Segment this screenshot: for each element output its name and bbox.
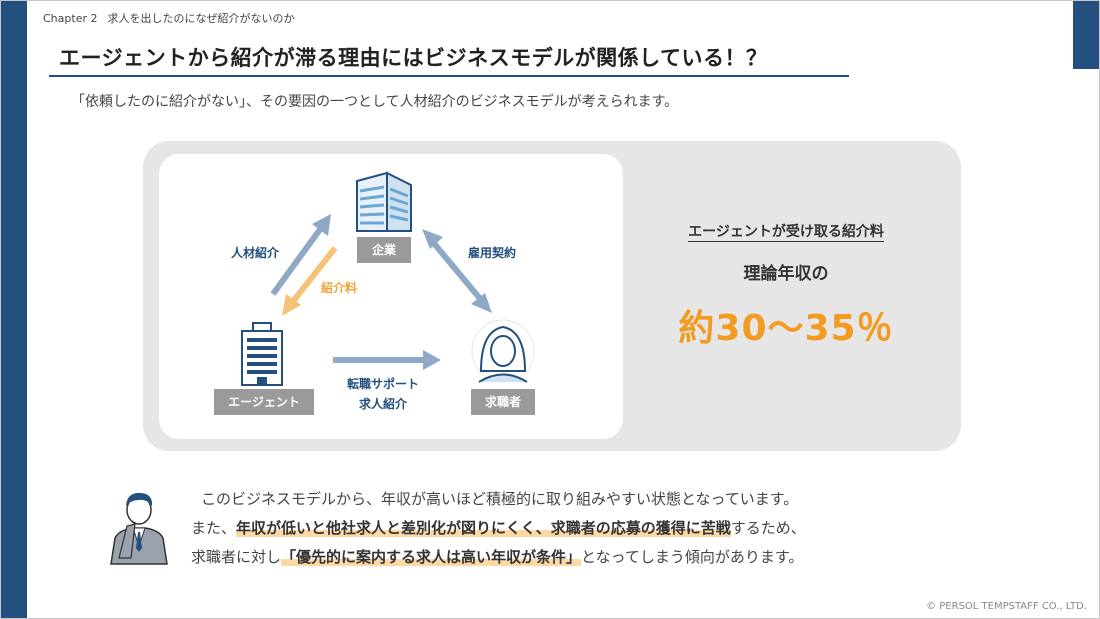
left-accent-bar [1,1,27,618]
fee-range: 約30〜35％ [678,308,894,349]
fee-label: 紹介料 [321,281,358,295]
body-line-3-pre: 求職者に対し [191,548,282,566]
body-line-1: このビジネスモデルから、年収が高いほど積極的に取り組みやすい状態となっています。 [201,490,799,508]
support-label-line1: 転職サポート [346,377,419,391]
job-seeker-label: 求職者 [471,389,535,415]
chapter-number: Chapter 2 [43,12,98,25]
body-text: このビジネスモデルから、年収が高いほど積極的に取り組みやすい状態となっています。… [191,485,806,572]
thinking-person-icon [110,492,168,565]
fee-caption: エージェントが受け取る紹介料 [641,221,931,242]
right-accent-tab [1073,1,1099,69]
copyright: © PERSOL TEMPSTAFF CO., LTD. [926,601,1087,612]
agent-label: エージェント [214,389,314,415]
body-line-2: また、年収が低いと他社求人と差別化が図りにくく、求職者の応募の獲得に苦戦するため… [191,514,806,543]
body-line-2-highlight: 年収が低いと他社求人と差別化が図りにくく、求職者の応募の獲得に苦戦 [236,519,731,537]
support-label: 転職サポート 求人紹介 [331,375,435,412]
fee-caption-text: エージェントが受け取る紹介料 [688,224,884,242]
body-line-2-pre: また、 [191,519,237,537]
body-line-3-highlight: 「優先的に案内する求人は高い年収が条件」 [281,548,582,566]
body-line-3: 求職者に対し「優先的に案内する求人は高い年収が条件」となってしまう傾向があります… [191,543,806,572]
title-underline [49,75,849,77]
chapter-title: 求人を出したのになぜ紹介がないのか [107,12,295,25]
support-label-line2: 求人紹介 [358,397,407,411]
company-label: 企業 [357,237,411,263]
body-line-2-post: するため、 [730,519,806,537]
referral-label: 人材紹介 [231,246,280,260]
chapter-header: Chapter 2 求人を出したのになぜ紹介がないのか [43,10,294,26]
page-title: エージェントから紹介が滞る理由にはビジネスモデルが関係している！？ [59,46,768,70]
intro-text: 「依頼したのに紹介がない」、その要因の一つとして人材紹介のビジネスモデルが考えら… [71,94,679,110]
body-line-3-post: となってしまう傾向があります。 [581,548,804,566]
fee-base: 理論年収の [743,264,829,284]
contract-label: 雇用契約 [468,246,517,260]
